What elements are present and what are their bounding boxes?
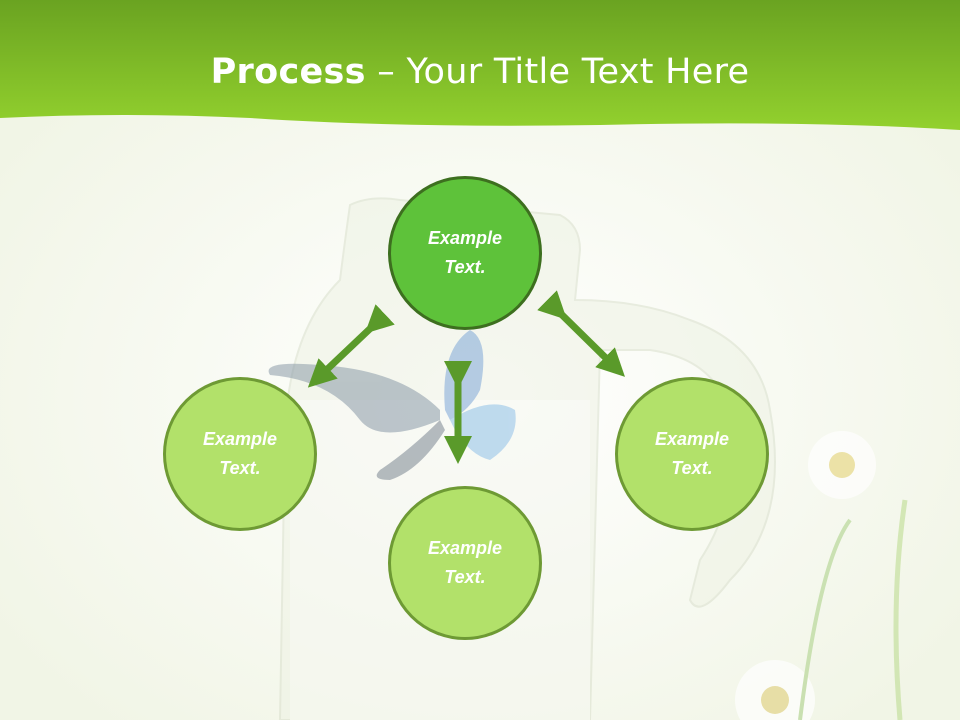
- process-node-right: Example Text.: [615, 377, 769, 531]
- node-top-line1: Example: [427, 228, 503, 248]
- process-node-left: Example Text.: [163, 377, 317, 531]
- node-top-line2: Text.: [444, 257, 486, 277]
- node-right-line1: Example: [654, 429, 730, 449]
- node-left-line2: Text.: [219, 458, 261, 478]
- node-left-line1: Example: [202, 429, 278, 449]
- header-band: [0, 0, 960, 130]
- process-node-top: Example Text.: [388, 176, 542, 330]
- node-bottom-line2: Text.: [444, 567, 486, 587]
- arrow-top-right: [537, 290, 625, 377]
- process-node-bottom: Example Text.: [388, 486, 542, 640]
- node-right-line2: Text.: [671, 458, 713, 478]
- arrow-top-left: [307, 304, 395, 388]
- title-rest: – Your Title Text Here: [365, 52, 750, 92]
- daisy-illustration: [735, 431, 908, 720]
- title-bold: Process: [210, 52, 366, 92]
- node-bottom-line1: Example: [427, 538, 503, 558]
- slide-title: Process – Your Title Text Here: [0, 52, 960, 92]
